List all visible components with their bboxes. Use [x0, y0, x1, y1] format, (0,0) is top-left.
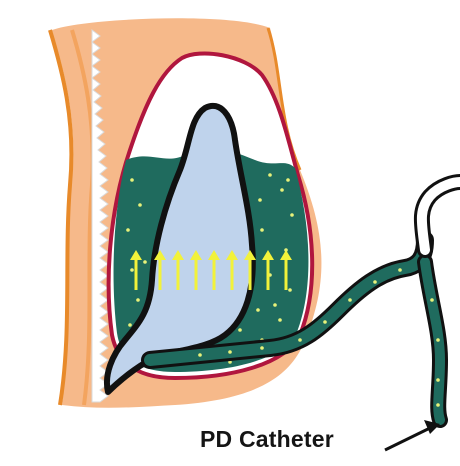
- bubble: [228, 350, 232, 354]
- bubble: [286, 178, 290, 182]
- bubble: [436, 403, 440, 407]
- bubble: [260, 228, 264, 232]
- bubble: [398, 268, 402, 272]
- bubble: [128, 323, 132, 327]
- bubble: [198, 353, 202, 357]
- bubble: [138, 203, 142, 207]
- bubble: [136, 298, 140, 302]
- bubble: [278, 318, 282, 322]
- bubble: [260, 346, 264, 350]
- bubble: [290, 213, 294, 217]
- bubble: [430, 298, 434, 302]
- bubble: [280, 188, 284, 192]
- bubble: [143, 260, 147, 264]
- bubble: [258, 198, 262, 202]
- bubble: [130, 178, 134, 182]
- bubble: [268, 173, 272, 177]
- bubble: [126, 228, 130, 232]
- catheter-label: PD Catheter: [200, 426, 334, 453]
- bubble: [238, 328, 242, 332]
- bubble: [130, 268, 134, 272]
- bubble: [256, 308, 260, 312]
- bubble: [288, 288, 292, 292]
- bubble: [298, 338, 302, 342]
- bubble: [323, 320, 327, 324]
- bubble: [436, 338, 440, 342]
- bubble: [373, 280, 377, 284]
- bubble: [348, 298, 352, 302]
- bubble: [273, 303, 277, 307]
- bubble: [436, 378, 440, 382]
- pointer-arrow-icon: [385, 420, 440, 450]
